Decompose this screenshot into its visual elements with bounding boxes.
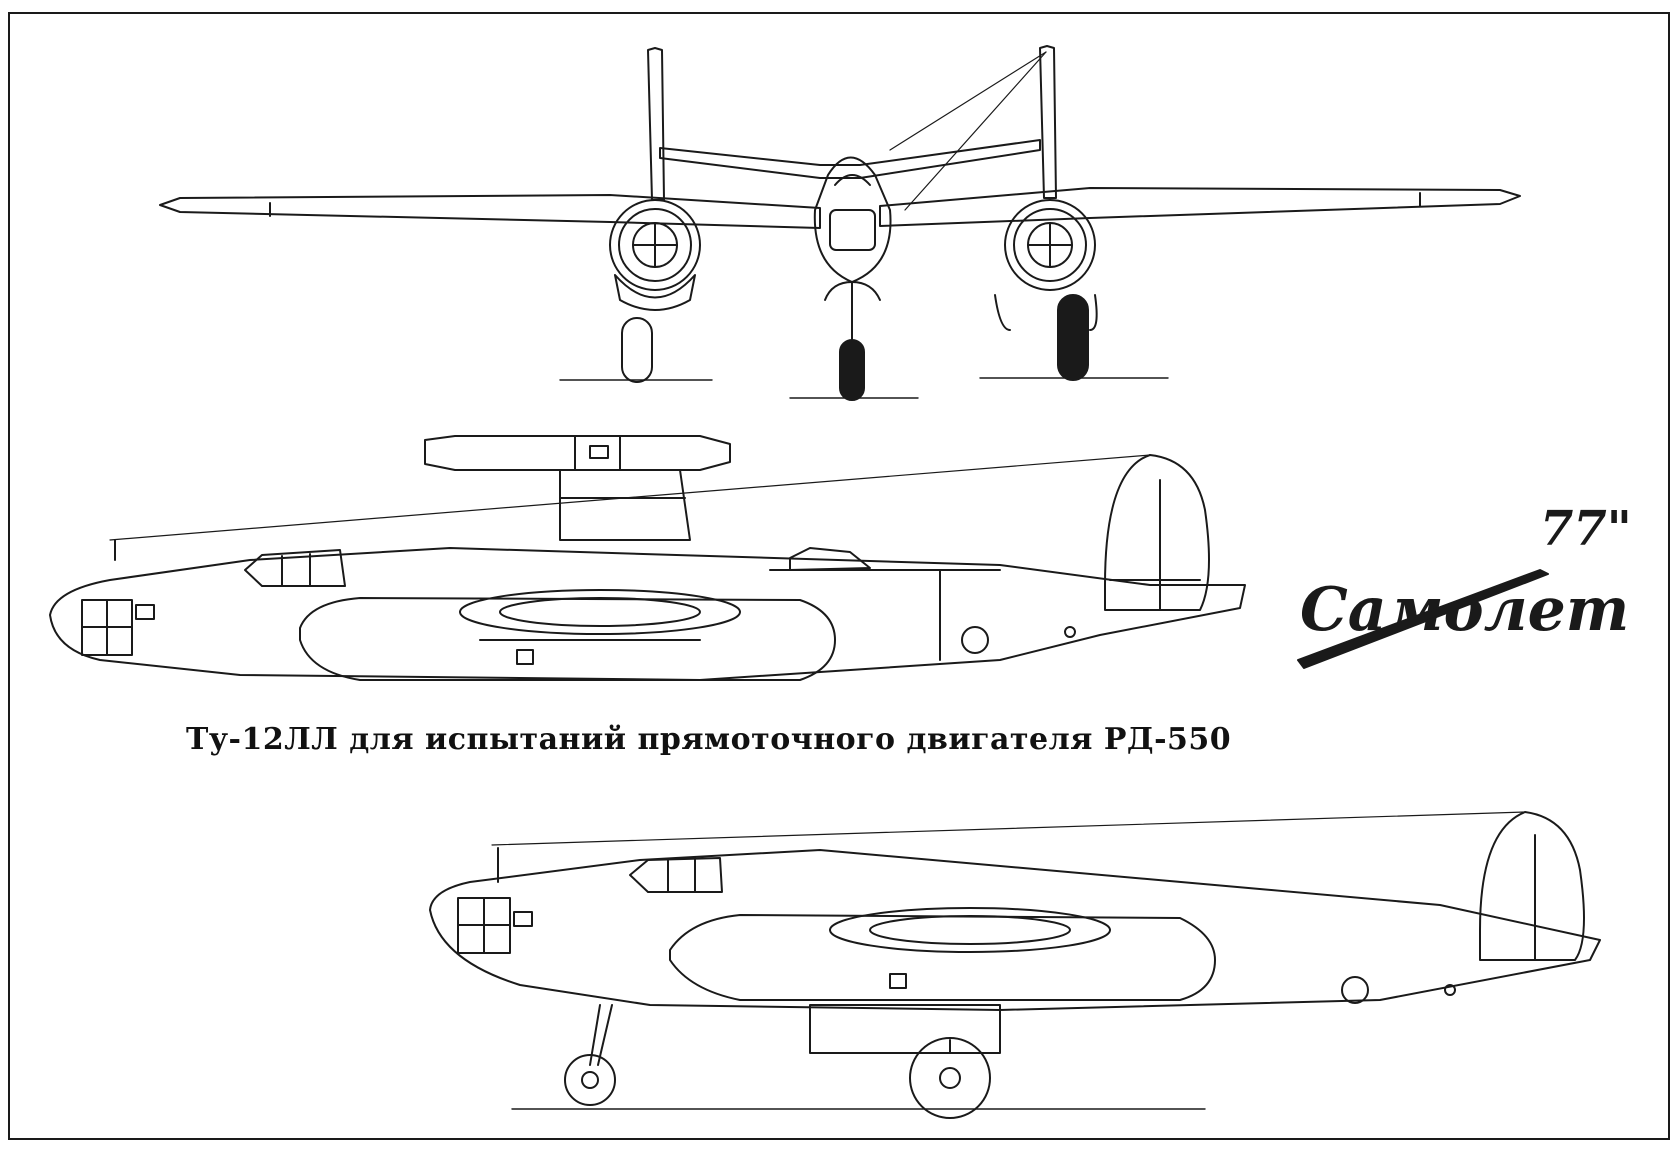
side-canopy — [244, 549, 346, 587]
logo-script: Самолет — [1300, 575, 1629, 645]
side2-antenna-wire — [491, 811, 1526, 846]
sheet-frame — [8, 12, 1670, 1140]
front-left-drop-tank — [621, 317, 653, 383]
front-view — [159, 45, 1521, 401]
side-tail-fin — [1104, 454, 1210, 611]
antenna-wire — [889, 51, 1047, 151]
side2-fuselage — [429, 849, 1601, 1011]
front-left-wing — [159, 194, 821, 229]
side-roundel — [961, 626, 989, 654]
side2-canopy — [629, 857, 723, 893]
front-right-engine — [1004, 199, 1096, 291]
antenna-wire — [904, 51, 1047, 211]
front-canopy — [834, 174, 871, 186]
logo-number: 77" — [1540, 501, 1632, 557]
front-nose-gear — [824, 281, 881, 401]
drawing-caption: Ту-12ЛЛ для испытаний прямоточного двига… — [186, 722, 1232, 757]
front-left-engine — [609, 199, 701, 311]
front-nose-glazing — [829, 209, 876, 251]
side2-engine-nacelle — [669, 914, 1216, 1001]
side-view-ramjet — [49, 435, 1246, 681]
logo-underline-swoosh — [1297, 569, 1549, 669]
side2-gear-door — [809, 1004, 1001, 1054]
front-right-main-gear — [994, 294, 1098, 381]
side-view-gear-down — [429, 811, 1601, 1119]
samolet-77-logo: Самолет 77" — [1297, 501, 1632, 669]
front-stabilizer — [659, 139, 1041, 179]
side2-main-gear — [909, 1037, 991, 1119]
side2-tail-fin — [1479, 811, 1585, 961]
ramjet-pylon — [559, 469, 691, 541]
antenna-wire — [109, 454, 1151, 541]
front-left-fin — [647, 47, 665, 201]
nacelle-intake — [459, 589, 741, 635]
front-fuselage — [813, 156, 892, 283]
front-right-wing — [879, 187, 1521, 227]
side2-roundel — [1341, 976, 1369, 1004]
side2-nose-gear — [564, 1004, 616, 1106]
side-fuselage — [49, 547, 1246, 681]
nacelle-hatch — [516, 649, 534, 665]
side-engine-nacelle — [299, 597, 836, 681]
nose-glazing — [81, 599, 155, 656]
front-right-fin — [1039, 45, 1057, 199]
rear-gunner-canopy — [789, 547, 871, 571]
side2-nacelle-intake — [829, 907, 1111, 953]
side2-nose-glazing — [457, 897, 533, 954]
ramjet-engine — [424, 435, 731, 471]
